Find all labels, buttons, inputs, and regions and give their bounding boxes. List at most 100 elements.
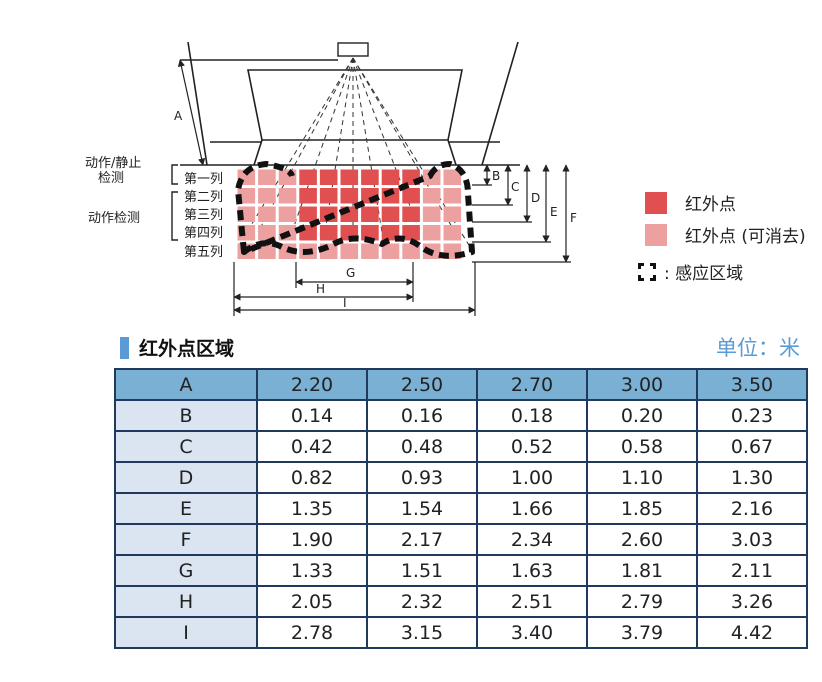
table-cell: 0.48: [366, 430, 478, 463]
ir-point-removable: [258, 188, 276, 204]
row-label-cell: A: [114, 368, 258, 401]
table-cell: 0.23: [696, 399, 808, 432]
table-cell: 0.67: [696, 430, 808, 463]
ir-point-removable: [422, 206, 441, 222]
row-label-2: 第二列: [184, 190, 223, 205]
dim-letter-h: H: [316, 282, 325, 296]
table-cell: 1.90: [256, 523, 368, 556]
row-label-1: 第一列: [184, 172, 223, 187]
table-cell: 2.16: [696, 492, 808, 525]
label-detection: 检测: [98, 171, 124, 186]
table-cell: 1.85: [586, 492, 698, 525]
table-cell: 2.32: [366, 585, 478, 618]
row-labels: 第一列 第二列 第三列 第四列 第五列: [184, 172, 223, 260]
zone-icon: [638, 262, 656, 281]
dim-letter-b: B: [492, 169, 500, 183]
dim-letter-e: E: [550, 205, 558, 219]
table-cell: 2.11: [696, 554, 808, 587]
ir-point-removable: [422, 188, 441, 204]
row-label-cell: E: [114, 492, 258, 525]
table-cell: 1.54: [366, 492, 478, 525]
label-motion-detection: 动作检测: [88, 211, 140, 226]
sensing-zone-outline: [235, 161, 475, 259]
row-label-4: 第四列: [184, 226, 223, 241]
row-label-5: 第五列: [184, 245, 223, 260]
ir-point-removable: [340, 243, 359, 259]
table-cell: 1.00: [476, 461, 588, 494]
ir-point-grid: [237, 169, 462, 259]
ir-point: [319, 225, 338, 241]
table-cell: 2.78: [256, 616, 368, 649]
door-frame: [180, 41, 520, 166]
ir-point: [319, 169, 338, 185]
table-cell: 0.18: [476, 399, 588, 432]
swatch-ir-point-removable: [645, 223, 667, 246]
table-cell: 2.79: [586, 585, 698, 618]
table-cell: 0.42: [256, 430, 368, 463]
table-cell: 1.81: [586, 554, 698, 587]
row-label-cell: D: [114, 461, 258, 494]
table-cell: 2.51: [476, 585, 588, 618]
ir-point-removable: [278, 206, 297, 222]
table-cell: 3.40: [476, 616, 588, 649]
table-cell: 2.50: [366, 368, 478, 401]
ir-point-removable: [278, 169, 297, 185]
ir-point-removable: [361, 243, 379, 259]
ir-point: [299, 169, 317, 185]
ir-point-removable: [443, 225, 462, 241]
ir-point-removable: [278, 188, 297, 204]
legend-ir-point: 红外点: [645, 190, 736, 215]
table-cell: 0.16: [366, 399, 478, 432]
table-cell: 2.20: [256, 368, 368, 401]
row-label-cell: C: [114, 430, 258, 463]
legend-ir-point-removable-label: 红外点 (可消去): [685, 227, 806, 247]
table-cell: 3.50: [696, 368, 808, 401]
ir-point: [340, 188, 359, 204]
unit-note: 单位：米: [716, 336, 800, 360]
row-label-cell: F: [114, 523, 258, 556]
dim-letter-f: F: [570, 211, 577, 225]
ir-point: [402, 225, 420, 241]
ir-point-removable: [443, 169, 462, 185]
table-cell: 2.60: [586, 523, 698, 556]
dim-letter-a: A: [174, 109, 183, 123]
table-cell: 3.79: [586, 616, 698, 649]
ir-point: [361, 169, 379, 185]
section-title-text: 红外点区域: [139, 338, 235, 360]
table-cell: 1.63: [476, 554, 588, 587]
ir-point: [381, 169, 400, 185]
table-cell: 2.17: [366, 523, 478, 556]
legend-sensing-zone: : 感应区域: [638, 259, 743, 284]
table-cell: 0.58: [586, 430, 698, 463]
dim-letter-g: G: [346, 266, 355, 280]
ir-point-removable: [258, 169, 276, 185]
table-cell: 1.10: [586, 461, 698, 494]
ir-point-removable: [381, 243, 400, 259]
row-label-cell: G: [114, 554, 258, 587]
ir-point: [361, 206, 379, 222]
ir-point-removable: [258, 225, 276, 241]
table-cell: 2.70: [476, 368, 588, 401]
table-cell: 1.35: [256, 492, 368, 525]
ir-point: [402, 188, 420, 204]
ir-point-removable: [258, 206, 276, 222]
table-cell: 3.03: [696, 523, 808, 556]
dim-letter-d: D: [531, 191, 540, 205]
ir-point: [299, 206, 317, 222]
ir-point: [319, 188, 338, 204]
ir-point: [299, 188, 317, 204]
legend-ir-point-removable: 红外点 (可消去): [645, 222, 806, 247]
ir-point-removable: [422, 225, 441, 241]
table-cell: 4.42: [696, 616, 808, 649]
row-label-cell: B: [114, 399, 258, 432]
ir-point-removable: [443, 206, 462, 222]
dim-letter-c: C: [511, 180, 519, 194]
dim-letter-i: I: [343, 296, 347, 310]
group-brackets: [171, 164, 178, 241]
